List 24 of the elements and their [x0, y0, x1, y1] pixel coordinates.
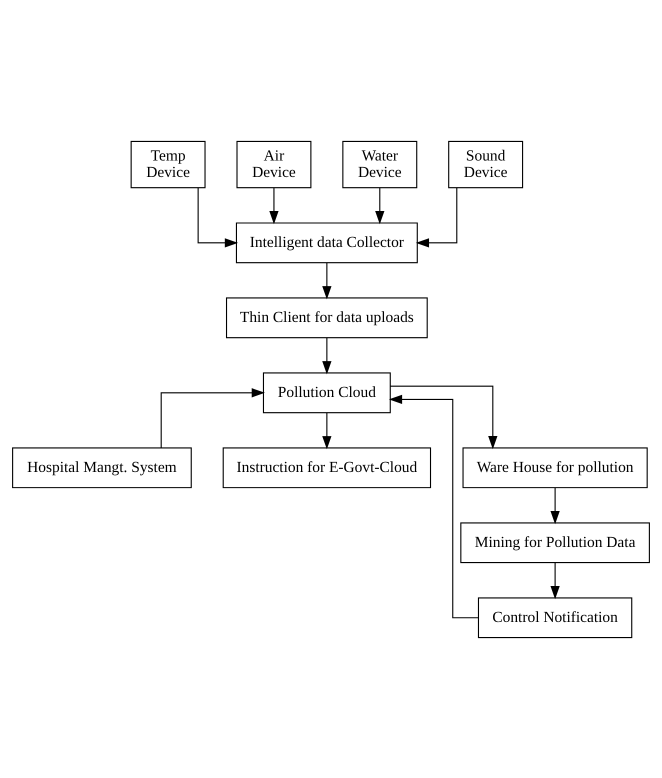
node-box: Mining for Pollution Data — [460, 522, 650, 563]
arrow — [550, 487, 560, 524]
node-box: Instruction for E-Govt-Cloud — [222, 446, 432, 488]
arrow — [198, 188, 238, 247]
node-box: Pollution Cloud — [262, 372, 391, 413]
arrow — [550, 562, 560, 599]
node-box: Control Notification — [478, 596, 632, 638]
node-box: Hospital Mangt. System — [12, 446, 192, 488]
arrow — [160, 388, 265, 448]
arrow — [322, 412, 332, 449]
arrow — [322, 262, 332, 299]
node-box: Temp Device — [130, 140, 206, 188]
arrow — [269, 188, 279, 224]
arrow — [416, 188, 458, 247]
arrow — [390, 385, 498, 449]
arrow — [388, 394, 478, 618]
node-box: Intelligent data Collector — [236, 222, 418, 263]
node-box: Water Device — [342, 140, 418, 188]
node-box: Sound Device — [448, 140, 524, 188]
node-box: Air Device — [236, 140, 312, 188]
arrow — [322, 337, 332, 374]
node-box: Ware House for pollution — [462, 446, 648, 488]
arrow — [375, 188, 384, 224]
node-box: Thin Client for data uploads — [226, 296, 428, 338]
